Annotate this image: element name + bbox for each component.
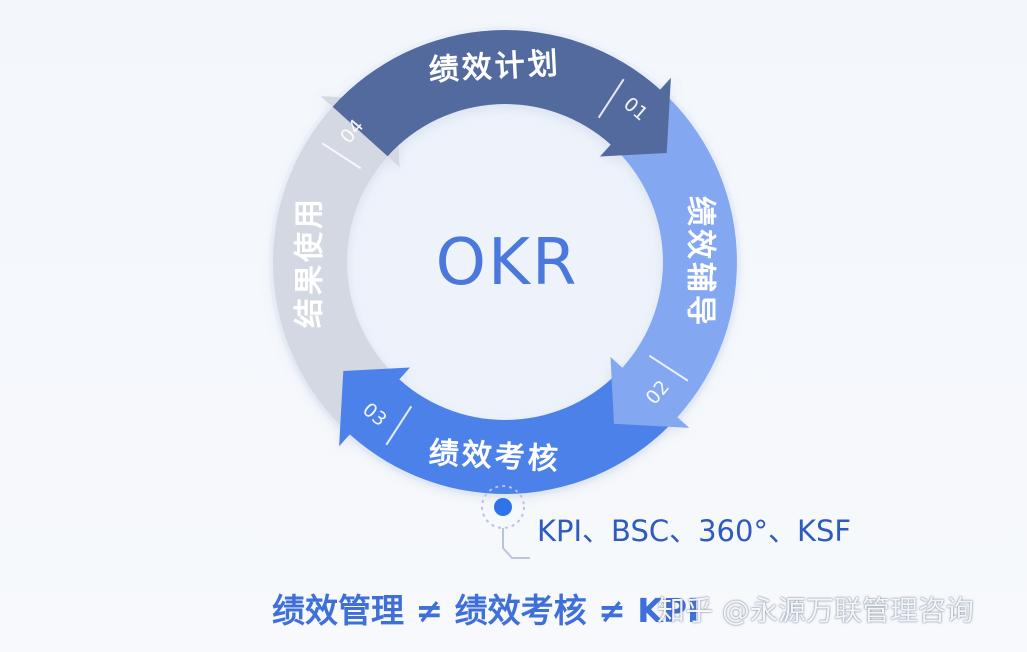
center-label: OKR: [436, 226, 579, 300]
bottom-statement: 绩效管理 ≠ 绩效考核 ≠ KPI: [272, 591, 700, 630]
tools-label: KPI、BSC、360°、KSF: [537, 514, 851, 548]
segment-2-label: 绩效辅导: [683, 196, 718, 328]
segment-1-divider: [597, 78, 625, 119]
segment-3-arrow: [339, 367, 678, 494]
marker-ring: [481, 485, 525, 529]
segment-2-arrow: [610, 89, 737, 428]
watermark-text: 知乎 @永源万联管理咨询: [657, 594, 974, 627]
segment-2-divider: [648, 354, 689, 382]
segment-4-divider: [321, 142, 362, 170]
segment-3-divider: [385, 405, 413, 446]
segment-4-label: 结果使用: [293, 196, 328, 328]
segment-1-arrow: [332, 30, 671, 157]
connector-line: [502, 528, 530, 559]
segment-1-label: 绩效计划: [428, 46, 562, 88]
segment-3-label: 绩效考核: [428, 436, 562, 478]
marker-dot: [494, 498, 512, 516]
segment-4-arrow: [273, 96, 400, 435]
